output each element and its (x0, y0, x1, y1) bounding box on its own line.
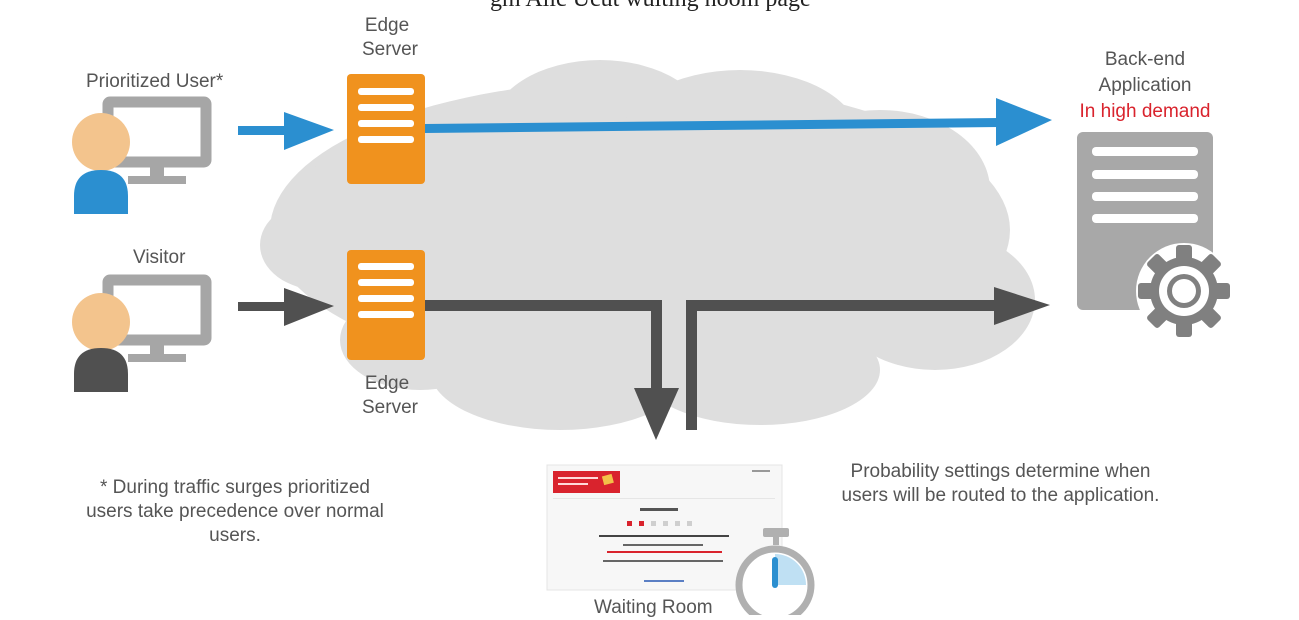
priority-note: * During traffic surges prioritized user… (86, 477, 384, 546)
visitor-label: Visitor (133, 247, 186, 268)
gear-icon (1136, 243, 1232, 339)
arrow-waiting-room-to-backend (686, 287, 1050, 430)
user-icon (72, 113, 130, 214)
server-icon (347, 74, 425, 184)
backend-label-line1: Back-end (1104, 49, 1186, 70)
backend-label-line2: Application (1098, 75, 1192, 96)
edge-server-top-label: Edge Server (362, 15, 418, 60)
page-title: gm Allc Ucut wuiting noom page (490, 0, 811, 13)
arrow-edge-to-waiting-room (425, 300, 679, 440)
edge-server-bottom-label: Edge Server (362, 373, 418, 418)
waiting-room-label: Waiting Room (594, 597, 713, 618)
arrow-edge-to-backend-blue (425, 98, 1052, 146)
arrow-prioritized-to-edge (238, 112, 334, 150)
stopwatch-icon (735, 528, 815, 615)
probability-note: Probability settings determine when user… (841, 461, 1160, 506)
server-icon (347, 250, 425, 360)
user-icon (72, 293, 130, 392)
backend-status-label: In high demand (1079, 101, 1211, 122)
prioritized-user-label: Prioritized User* (86, 71, 224, 92)
arrow-visitor-to-edge (238, 288, 334, 326)
